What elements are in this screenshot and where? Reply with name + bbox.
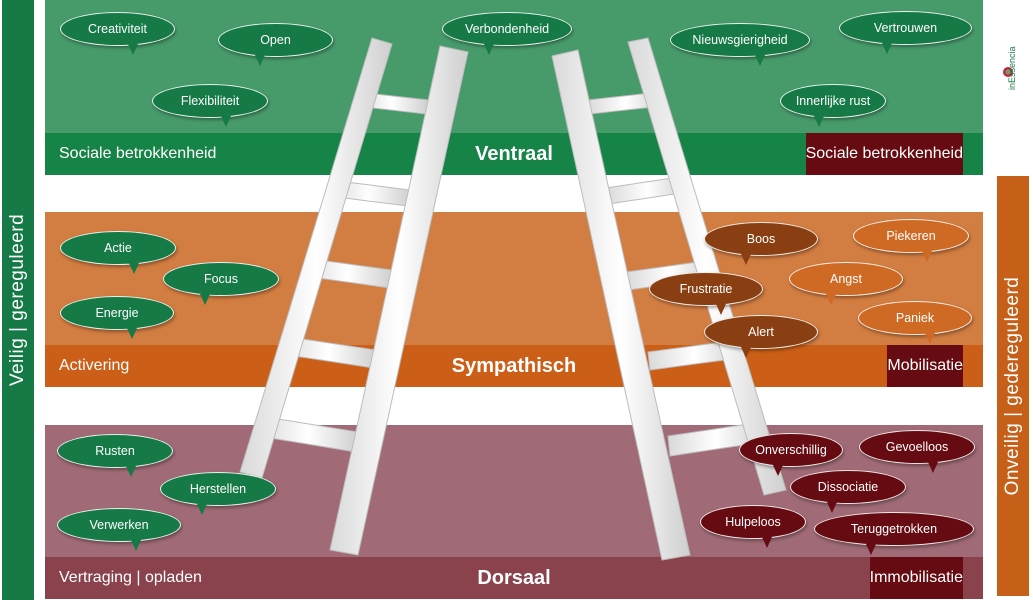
- dorsal-left-label: Vertraging | opladen: [59, 569, 202, 586]
- sympathetic-bar: Activering Sympathisch Mobilisatie: [45, 345, 983, 387]
- dorsal-bar: Vertraging | opladen Dorsaal Immobilisat…: [45, 557, 983, 599]
- bubble-flexibiliteit: Flexibiliteit: [152, 84, 268, 127]
- bubble-verbondenheid: Verbondenheid: [442, 12, 572, 55]
- bubble-frustratie: Frustratie: [649, 272, 763, 315]
- bubble-herstellen: Herstellen: [160, 472, 276, 515]
- bubble-gevoelloos: Gevoelloos: [859, 430, 975, 473]
- bubble-paniek: Paniek: [858, 301, 972, 344]
- bubble-onverschillig: Onverschillig: [739, 433, 843, 476]
- bubble-teruggetrokken: Teruggetrokken: [814, 512, 974, 555]
- side-label-unsafe: Onveilig | gedereguleerd: [997, 176, 1029, 596]
- bubble-nieuwsgierigheid: Nieuwsgierigheid: [670, 23, 810, 66]
- bubble-angst: Angst: [789, 262, 903, 305]
- logo-text: inEssencia: [1007, 46, 1017, 90]
- ventral-left-label: Sociale betrokkenheid: [59, 145, 217, 162]
- ventral-bar: Sociale betrokkenheid Ventraal Sociale b…: [45, 133, 983, 175]
- bubble-vertrouwen: Vertrouwen: [839, 11, 972, 54]
- bubble-boos: Boos: [704, 222, 818, 265]
- bubble-open: Open: [218, 23, 333, 66]
- right-ladder: [551, 37, 787, 561]
- bubble-alert: Alert: [704, 315, 818, 358]
- dorsal-title: Dorsaal: [477, 567, 551, 589]
- ventral-right-label: Sociale betrokkenheid: [805, 133, 963, 175]
- dorsal-right-label: Immobilisatie: [869, 557, 963, 599]
- bubble-hulpeloos: Hulpeloos: [700, 505, 806, 548]
- bubble-energie: Energie: [60, 296, 174, 339]
- right-ladder-rail: [551, 49, 691, 561]
- brand-logo: inEssencia: [1000, 40, 1032, 100]
- bubble-dissociatie: Dissociatie: [790, 470, 906, 513]
- bubble-actie: Actie: [60, 231, 176, 274]
- bubble-focus: Focus: [163, 262, 279, 305]
- ventral-title: Ventraal: [475, 143, 553, 165]
- bubble-piekeren: Piekeren: [853, 219, 969, 262]
- sympathetic-left-label: Activering: [59, 357, 130, 374]
- bubble-verwerken: Verwerken: [57, 508, 181, 551]
- bubble-rusten: Rusten: [57, 434, 173, 477]
- bubble-creativiteit: Creativiteit: [60, 12, 175, 55]
- left-ladder: [239, 37, 469, 556]
- bubble-innerlijke-rust: Innerlijke rust: [780, 84, 886, 127]
- side-label-safe: Veilig | gereguleerd: [2, 0, 34, 600]
- sympathetic-title: Sympathisch: [451, 355, 577, 377]
- left-ladder-rail: [329, 45, 469, 556]
- sympathetic-right-label: Mobilisatie: [887, 345, 963, 387]
- right-ladder-rail: [627, 37, 787, 496]
